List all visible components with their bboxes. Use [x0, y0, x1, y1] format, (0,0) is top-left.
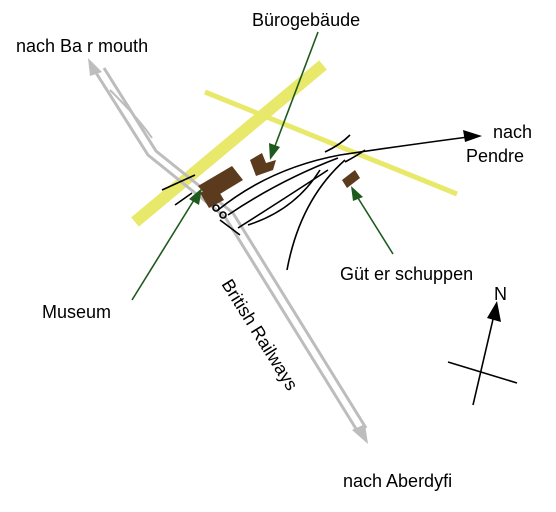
pointer-goods-shed-head: [351, 186, 363, 201]
label-museum: Museum: [42, 302, 111, 322]
label-british-railways: British Railways: [218, 276, 302, 394]
track-main-to-pendre: [217, 136, 469, 211]
label-north: N: [494, 284, 507, 304]
track-branch-4: [286, 159, 346, 271]
track-stub: [219, 219, 241, 236]
office-building: [250, 153, 276, 176]
label-to-pendre-line2: Pendre: [466, 146, 524, 166]
compass: [447, 301, 518, 406]
mainline-rail-right: [102, 67, 368, 429]
north-arrow-icon: [487, 301, 501, 322]
bridge-right-mark: [324, 134, 366, 163]
track-branch-2: [237, 169, 329, 229]
label-goods-shed: Güt er schuppen: [340, 264, 473, 284]
museum-building-annex: [200, 185, 224, 208]
arrow-to-barmouth-icon: [88, 58, 102, 76]
turntable-icon-2: [219, 211, 227, 219]
track-branch-1: [227, 157, 339, 216]
pointer-museum: [131, 199, 195, 301]
pointers: [131, 31, 394, 301]
road-crossing: [204, 89, 458, 197]
mainline-siding: [109, 89, 153, 139]
mainline-rail-left: [91, 67, 360, 433]
label-office: Bürogebäude: [252, 10, 360, 30]
roads: [131, 60, 458, 227]
pointer-office: [274, 31, 319, 147]
buildings: [198, 153, 360, 208]
compass-ns-line: [472, 314, 495, 406]
compass-ew-line: [447, 361, 518, 384]
label-to-aberdyfi: nach Aberdyfi: [343, 471, 452, 491]
road-diagonal: [131, 60, 327, 227]
arrow-to-aberdyfi-icon: [352, 424, 368, 444]
bridge-left-mark: [161, 174, 196, 206]
label-to-pendre-line1: nach: [493, 122, 532, 142]
arrow-to-pendre-icon: [463, 130, 482, 142]
mainline-track: [88, 58, 368, 444]
pointer-office-head: [269, 143, 280, 160]
turntable-icon: [212, 204, 220, 212]
pointer-museum-head: [189, 188, 202, 205]
goods-shed-building: [342, 170, 360, 188]
pointer-goods-shed: [357, 197, 394, 255]
narrow-gauge-tracks: [161, 130, 482, 271]
label-to-barmouth: nach Ba r mouth: [16, 36, 148, 56]
track-branch-3: [247, 169, 321, 226]
